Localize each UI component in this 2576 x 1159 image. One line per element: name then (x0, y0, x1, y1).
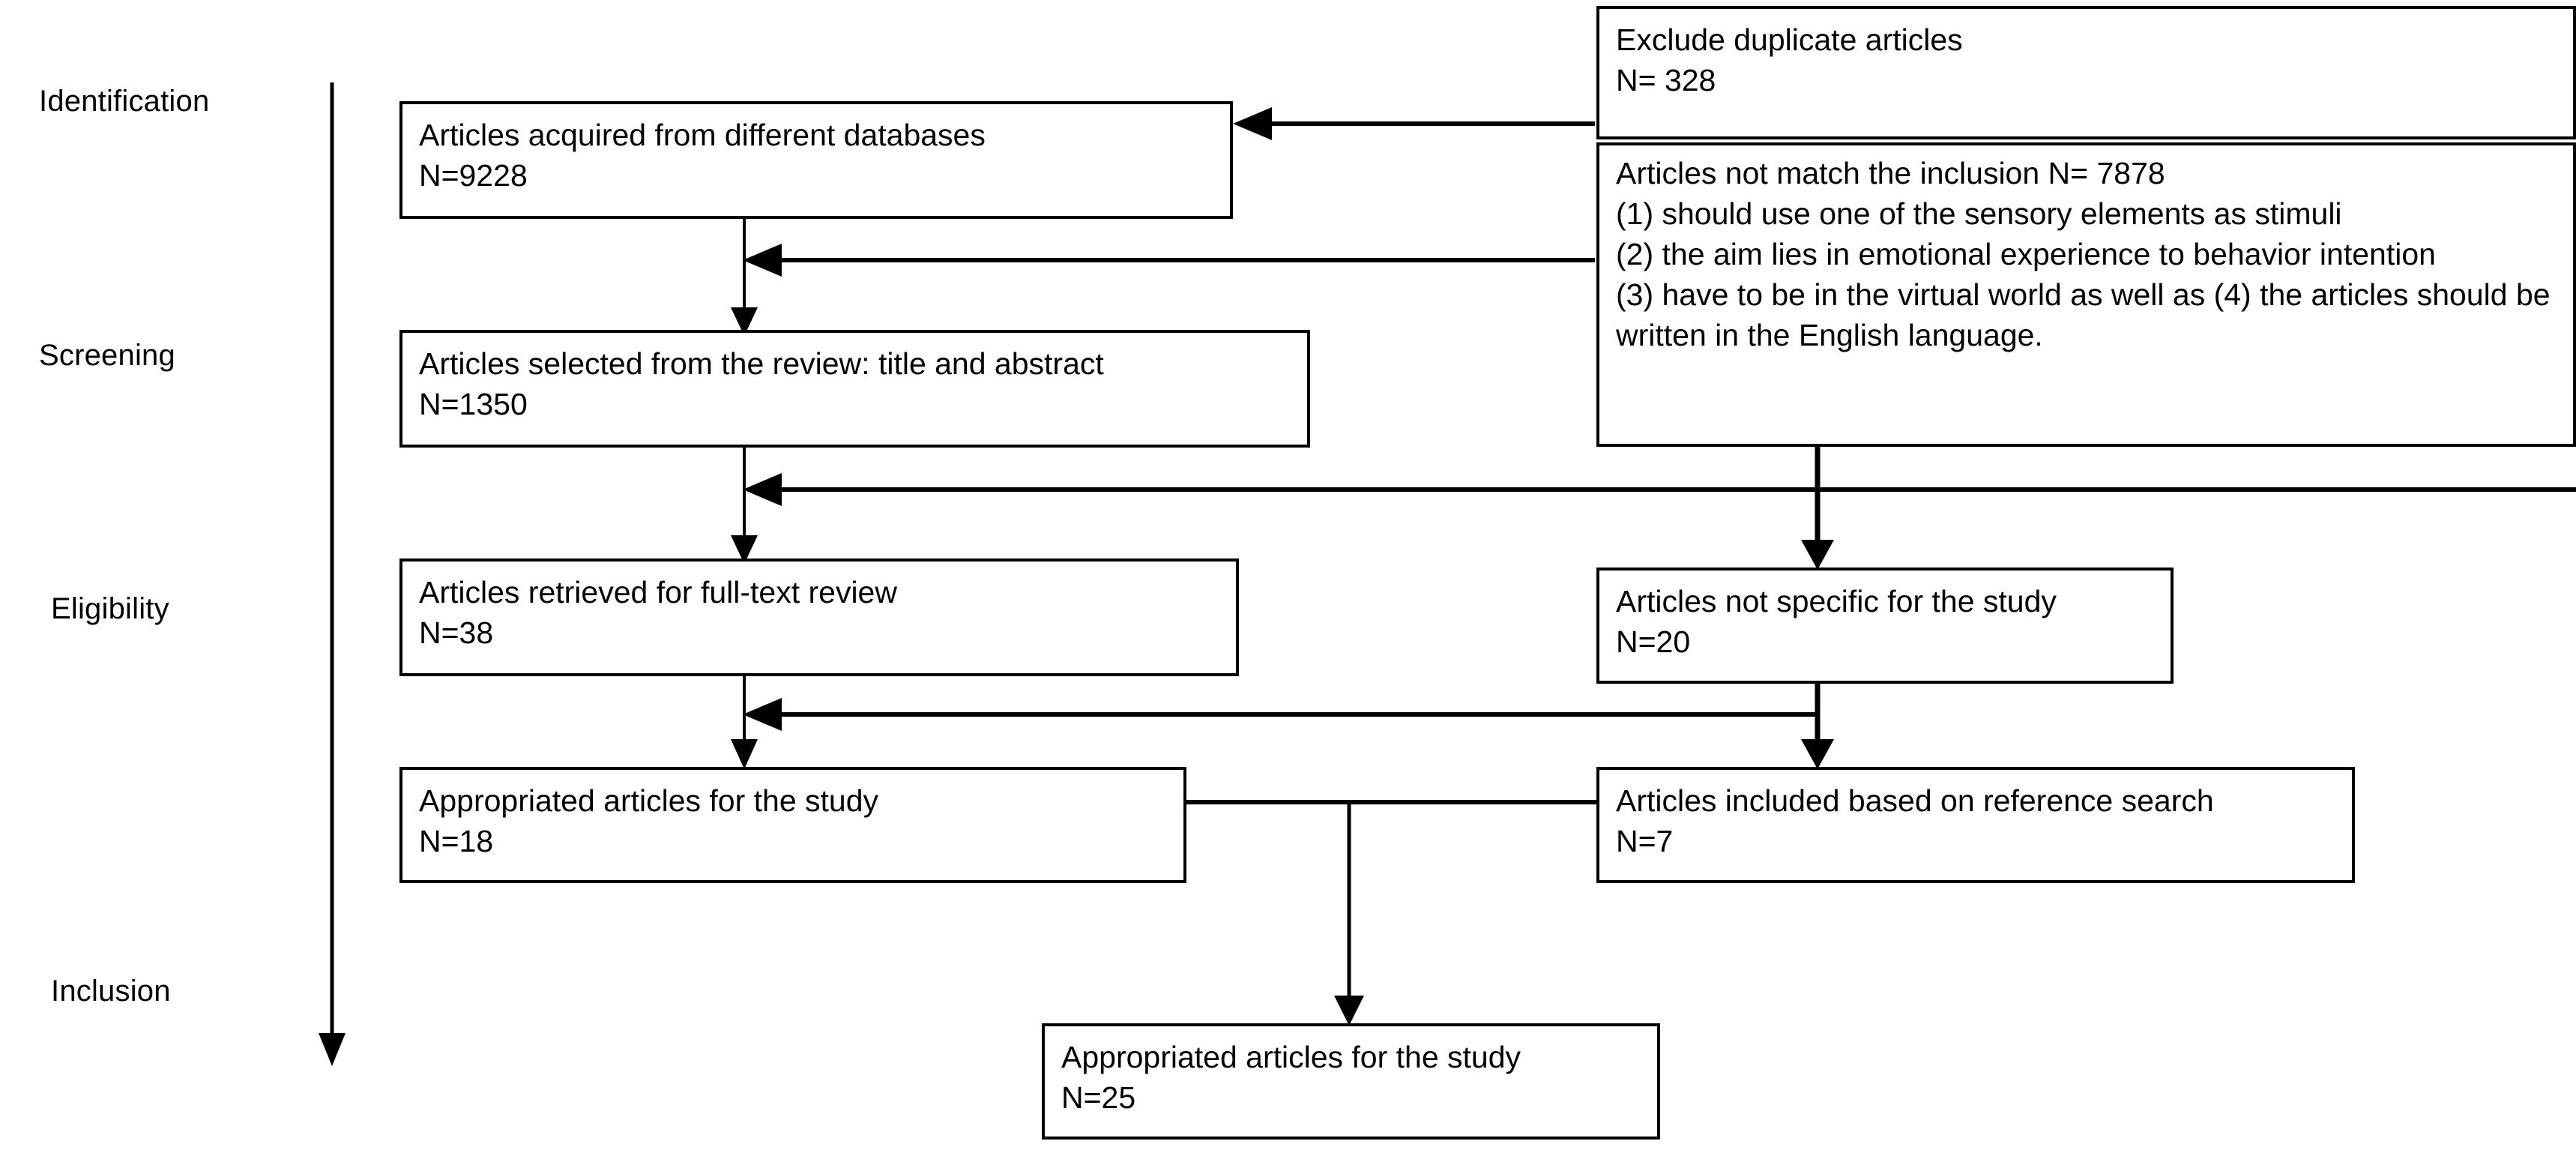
box-articles-not-specific: Articles not specific for the study N=20 (1596, 568, 2174, 684)
box-exclude-duplicates-line1: Exclude duplicate articles (1616, 22, 1963, 57)
box-articles-selected-line2: N=1350 (419, 387, 528, 422)
arrow-notspecific-to-appropriated18 (743, 698, 1818, 731)
arrow-retrieved-to-appropriated18 (731, 675, 758, 769)
arrow-notspecific-to-referencesearch (1801, 682, 1834, 769)
arrow-notmatch-to-screening (743, 244, 1595, 277)
arrow-acquired-to-selected (731, 217, 758, 336)
stage-label-identification: Identification (39, 85, 210, 118)
box-articles-retrieved-line1: Articles retrieved for full-text review (419, 575, 897, 609)
box-not-match-line2: (1) should use one of the sensory elemen… (1616, 196, 2342, 232)
box-articles-selected-line1: Articles selected from the review: title… (419, 346, 1104, 381)
box-appropriated-articles-18: Appropriated articles for the study N=18 (399, 767, 1186, 883)
arrow-notmatch-to-notspecific (1801, 446, 1834, 570)
stage-label-inclusion: Inclusion (51, 975, 171, 1008)
box-appropriated-25-line2: N=25 (1061, 1080, 1136, 1116)
box-exclude-duplicates-line2: N= 328 (1616, 63, 1716, 98)
box-not-match-line4: (3) have to be in the virtual world as w… (1616, 277, 2551, 353)
box-appropriated-articles-25: Appropriated articles for the study N=25 (1042, 1023, 1660, 1140)
stage-timeline-arrow (319, 82, 346, 1066)
box-reference-search-line2: N=7 (1616, 824, 1674, 859)
box-appropriated-18-line1: Appropriated articles for the study (419, 783, 879, 818)
box-articles-not-specific-line2: N=20 (1616, 624, 1691, 660)
stage-label-eligibility: Eligibility (51, 592, 169, 625)
box-not-match-line1: Articles not match the inclusion N= 7878 (1616, 156, 2165, 190)
arrow-notmatch-to-eligibility (743, 473, 2576, 506)
box-reference-search: Articles included based on reference sea… (1596, 767, 2355, 883)
arrow-selected-to-retrieved (731, 446, 758, 564)
stage-label-screening: Screening (39, 339, 175, 372)
box-articles-retrieved: Articles retrieved for full-text review … (399, 559, 1239, 676)
box-articles-acquired-line2: N=9228 (419, 158, 528, 193)
box-articles-selected: Articles selected from the review: title… (399, 330, 1310, 448)
box-not-match-line3: (2) the aim lies in emotional experience… (1616, 237, 2436, 272)
box-articles-acquired: Articles acquired from different databas… (399, 101, 1233, 219)
box-articles-not-match-inclusion: Articles not match the inclusion N= 7878… (1596, 142, 2576, 447)
box-articles-retrieved-line2: N=38 (419, 615, 494, 651)
box-appropriated-18-line2: N=18 (419, 824, 494, 859)
box-exclude-duplicates: Exclude duplicate articles N= 328 (1596, 6, 2576, 139)
box-reference-search-line1: Articles included based on reference sea… (1616, 783, 2214, 818)
arrow-merge-to-final (1184, 800, 1598, 1026)
box-articles-acquired-line1: Articles acquired from different databas… (419, 118, 986, 152)
box-articles-not-specific-line1: Articles not specific for the study (1616, 584, 2057, 618)
arrow-duplicates-to-acquired (1233, 107, 1595, 140)
box-appropriated-25-line1: Appropriated articles for the study (1061, 1040, 1521, 1074)
